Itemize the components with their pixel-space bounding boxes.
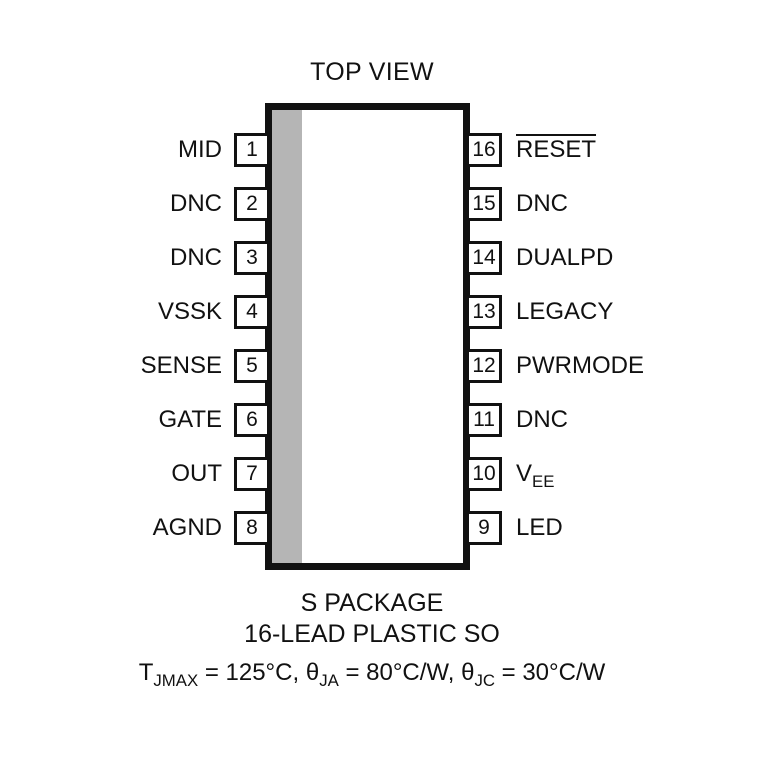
- pin-row: 9 LED: [466, 501, 746, 555]
- pin-label: AGND: [152, 514, 222, 541]
- pin-label: DUALPD: [516, 244, 614, 271]
- pin-number-box: 4: [234, 295, 270, 329]
- pin-number-box: 16: [466, 133, 502, 167]
- pin-label: VSSK: [157, 298, 222, 325]
- pin-label: LED: [516, 514, 563, 541]
- pin-row: 11 DNC: [466, 393, 746, 447]
- pin-number-box: 3: [234, 241, 270, 275]
- top-view-label: TOP VIEW: [310, 58, 434, 86]
- pin-row: SENSE 5: [40, 339, 270, 393]
- pin-label: SENSE: [140, 352, 222, 379]
- pin-number-box: 13: [466, 295, 502, 329]
- pin-number-box: 14: [466, 241, 502, 275]
- pin-number-box: 5: [234, 349, 270, 383]
- pin-row: AGND 8: [40, 501, 270, 555]
- pin-label: DNC: [516, 190, 568, 217]
- pin-label: DNC: [516, 406, 568, 433]
- pin-row: 10 VEE: [466, 447, 746, 501]
- pin-number-box: 2: [234, 187, 270, 221]
- pin-number-box: 8: [234, 511, 270, 545]
- package-body: [265, 103, 470, 570]
- pin-row: 13 LEGACY: [466, 285, 746, 339]
- pin-number-box: 12: [466, 349, 502, 383]
- pin-label: RESET: [516, 136, 597, 163]
- pin-number-box: 1: [234, 133, 270, 167]
- pin-label: DNC: [170, 190, 222, 217]
- pin1-indicator-stripe: [272, 110, 302, 563]
- pin-row: DNC 2: [40, 177, 270, 231]
- pin-row: 12 PWRMODE: [466, 339, 746, 393]
- pin-number-box: 10: [466, 457, 502, 491]
- pin-number-box: 9: [466, 511, 502, 545]
- pin-number-box: 6: [234, 403, 270, 437]
- package-name: S PACKAGE: [300, 589, 444, 617]
- pin-number-box: 15: [466, 187, 502, 221]
- pin-row: VSSK 4: [40, 285, 270, 339]
- package-type: 16-LEAD PLASTIC SO: [244, 620, 500, 648]
- pin-label: GATE: [158, 406, 222, 433]
- pin-label: PWRMODE: [516, 352, 644, 379]
- thermal-specs: TJMAX = 125°C, θJA = 80°C/W, θJC = 30°C/…: [138, 659, 606, 690]
- pin-number-box: 7: [234, 457, 270, 491]
- pin-row: MID 1: [40, 123, 270, 177]
- pin-label: LEGACY: [516, 298, 614, 325]
- pin-row: 14 DUALPD: [466, 231, 746, 285]
- pin-label: OUT: [171, 460, 222, 487]
- left-pin-column: MID 1 DNC 2 DNC 3 VSSK 4 SENSE 5 GATE 6 …: [40, 123, 270, 555]
- pin-row: 16 RESET: [466, 123, 746, 177]
- pin-label: MID: [178, 136, 222, 163]
- right-pin-column: 16 RESET 15 DNC 14 DUALPD 13 LEGACY 12 P…: [466, 123, 746, 555]
- pin-row: GATE 6: [40, 393, 270, 447]
- pin-row: 15 DNC: [466, 177, 746, 231]
- pin-row: DNC 3: [40, 231, 270, 285]
- pin-number-box: 11: [466, 403, 502, 437]
- pin-label: VEE: [516, 460, 555, 491]
- pin-label: DNC: [170, 244, 222, 271]
- pin-row: OUT 7: [40, 447, 270, 501]
